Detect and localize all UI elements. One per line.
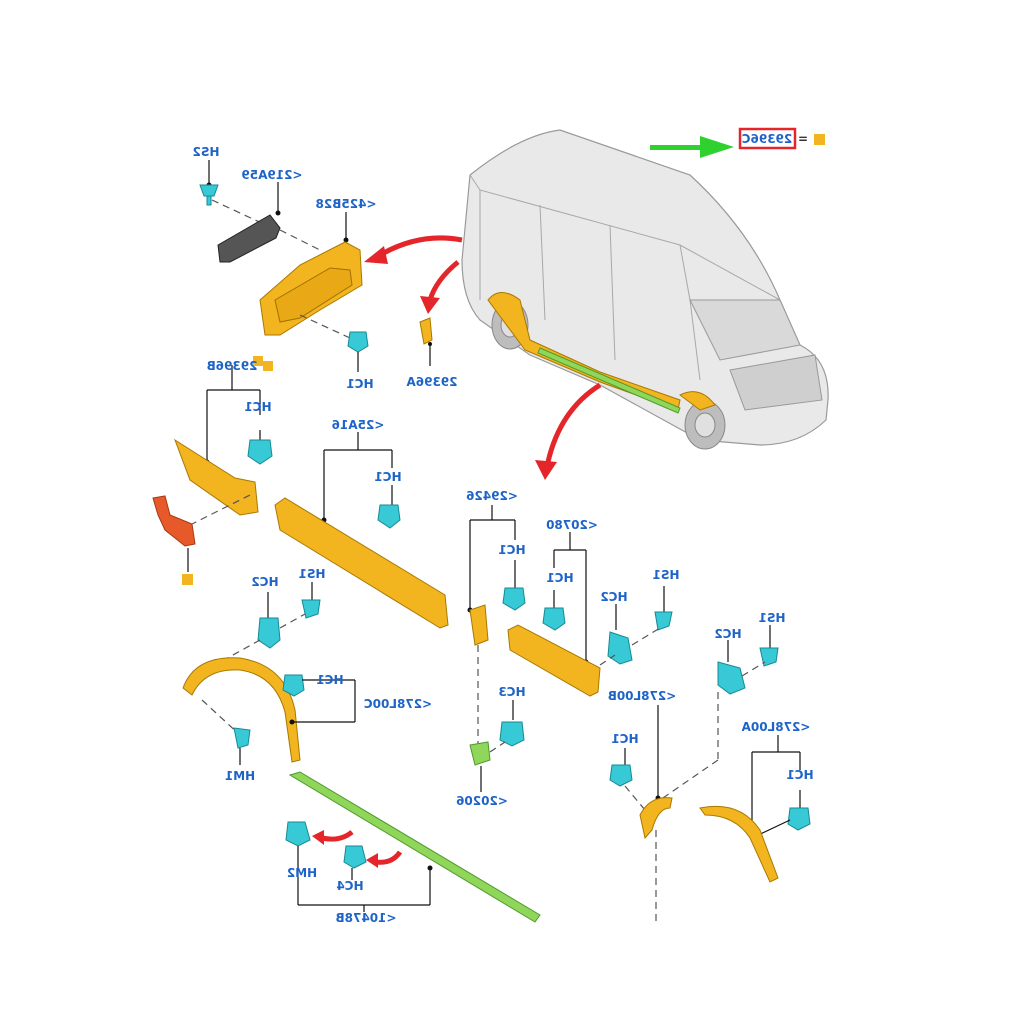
hs2-fastener bbox=[199, 184, 219, 206]
hc1-clip bbox=[609, 764, 633, 787]
label-425b28: <425B28 bbox=[316, 197, 377, 211]
hc1-clip bbox=[347, 331, 369, 353]
arrow-head-icon bbox=[312, 830, 324, 845]
label-hc2: HC2 bbox=[251, 575, 278, 589]
molding-25a16 bbox=[274, 497, 449, 629]
label-25a16: <25A16 bbox=[332, 418, 385, 432]
label-hc1: HC1 bbox=[374, 470, 401, 484]
arrow-to-bracket bbox=[378, 235, 463, 258]
legend-equals: = bbox=[798, 132, 808, 146]
center-molding-group bbox=[467, 505, 673, 792]
hc3-clip bbox=[499, 721, 525, 747]
label-hc2: HC2 bbox=[714, 627, 741, 641]
legend-marker bbox=[814, 134, 825, 145]
label-hc3: HC3 bbox=[498, 685, 525, 699]
label-hs1: HS1 bbox=[652, 568, 679, 582]
label-hs2: HS2 bbox=[192, 145, 219, 159]
van-illustration bbox=[461, 129, 829, 450]
label-29396b: 29396B bbox=[207, 359, 258, 373]
hc1-clip bbox=[502, 587, 526, 611]
hs1-fastener bbox=[759, 647, 779, 667]
arrow-to-29396a bbox=[427, 260, 460, 301]
arrow-head-icon bbox=[364, 246, 388, 264]
label-278l00c: <278L00C bbox=[364, 697, 432, 711]
label-hc1: HC1 bbox=[346, 377, 373, 391]
rocker-strip-group bbox=[285, 771, 541, 923]
label-hc4: HC4 bbox=[336, 879, 363, 893]
hm2-clip bbox=[285, 821, 311, 847]
molding-20780 bbox=[507, 624, 601, 697]
legend: 29396C = bbox=[650, 127, 825, 158]
marker-icon bbox=[263, 361, 273, 371]
part-29396a bbox=[419, 317, 433, 345]
connector-29426 bbox=[469, 604, 489, 646]
hs1-fastener bbox=[654, 611, 673, 631]
arrow-head-icon bbox=[420, 296, 440, 314]
bracket-group bbox=[199, 160, 433, 372]
hs1-fastener bbox=[301, 599, 321, 619]
label-hc1: HC1 bbox=[498, 543, 525, 557]
hc4-clip bbox=[343, 845, 367, 869]
label-20780: <20780 bbox=[546, 518, 598, 532]
left-arch-group bbox=[182, 582, 356, 765]
label-219a59: <219A59 bbox=[241, 168, 302, 182]
hc2-clip bbox=[257, 617, 281, 649]
right-arch-group bbox=[609, 625, 811, 925]
label-29426: <29426 bbox=[466, 489, 518, 503]
label-20206: <20206 bbox=[456, 794, 508, 808]
arrow-small bbox=[321, 830, 354, 842]
bracket-20206 bbox=[469, 741, 491, 766]
marker-icon bbox=[182, 574, 193, 585]
label-29396a: 29396A bbox=[406, 375, 458, 389]
hc1-clip bbox=[787, 807, 811, 831]
label-278l00a: <278L00A bbox=[741, 720, 810, 734]
hc1-clip bbox=[282, 674, 305, 697]
rocker-strip-10478b bbox=[288, 771, 541, 923]
label-hc1: HC1 bbox=[546, 571, 573, 585]
legend-code-box bbox=[738, 127, 797, 150]
legend-code: 29396C bbox=[742, 132, 793, 146]
label-hs1: HS1 bbox=[758, 611, 785, 625]
label-10478b: <10478B bbox=[336, 911, 397, 925]
label-hc2: HC2 bbox=[600, 590, 627, 604]
arrow-small bbox=[375, 850, 403, 865]
label-hc1: HC1 bbox=[611, 732, 638, 746]
label-hc1: HC1 bbox=[244, 400, 271, 414]
green-arrow-icon bbox=[650, 136, 734, 158]
label-hs1: HS1 bbox=[298, 567, 325, 581]
hc1-clip bbox=[247, 439, 273, 465]
arch-278l00c bbox=[182, 657, 301, 763]
arrow-to-moldings bbox=[545, 382, 602, 463]
hc2-clip bbox=[717, 661, 746, 695]
left-molding-group bbox=[152, 356, 449, 629]
marker-icon bbox=[253, 356, 263, 366]
arrow-head-icon bbox=[366, 853, 378, 868]
arch-278l00a bbox=[699, 805, 779, 883]
end-cap-red bbox=[152, 495, 196, 547]
gasket-219a59 bbox=[217, 214, 281, 263]
label-hm1: HM1 bbox=[225, 769, 255, 783]
label-278l00b: <278L00B bbox=[608, 689, 677, 703]
molding-29396b bbox=[174, 438, 259, 516]
arch-278l00b bbox=[639, 797, 673, 840]
hc1-clip bbox=[377, 504, 401, 529]
hc1-clip bbox=[542, 607, 566, 631]
red-arrows bbox=[312, 235, 602, 868]
label-hc1: HC1 bbox=[786, 768, 813, 782]
label-hm2: HM2 bbox=[287, 866, 317, 880]
arrow-head-icon bbox=[535, 460, 557, 480]
hc2-clip bbox=[607, 631, 633, 665]
labels: HS2 <219A59 <425B28 HC1 29396A 29396B HC… bbox=[192, 145, 813, 925]
label-hc1: HC1 bbox=[316, 673, 343, 687]
hm1-fastener bbox=[233, 727, 251, 749]
